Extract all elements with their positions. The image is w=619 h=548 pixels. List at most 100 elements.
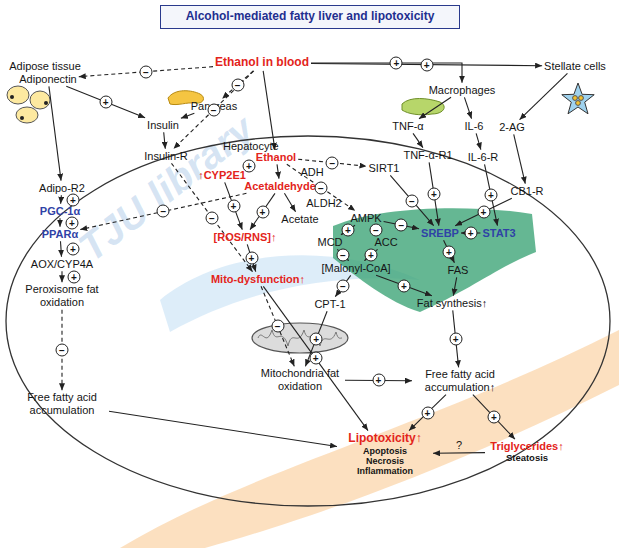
- title-box: Alcohol-mediated fatty liver and lipotox…: [160, 5, 460, 29]
- pathway-arrow: [476, 133, 481, 149]
- term-text: Fat synthesis↑: [417, 297, 487, 310]
- pathway-term: SREBP: [421, 227, 459, 240]
- term-text: Adipose tissue: [9, 60, 81, 73]
- pathway-term: ACC: [374, 236, 397, 249]
- pathway-arrow: [311, 63, 542, 65]
- term-text: [Malonyl-CoA]: [321, 262, 390, 275]
- cell-nucleus: [44, 101, 48, 105]
- effect-sign: −: [207, 103, 220, 116]
- effect-sign: −: [206, 211, 219, 224]
- pathway-arrow: [225, 182, 243, 229]
- pathway-arrow: [433, 452, 485, 454]
- pathway-arrow: [109, 411, 337, 446]
- watermark-text: TJU library: [70, 106, 262, 270]
- effect-sign: +: [390, 57, 403, 70]
- effect-sign: +: [256, 205, 269, 218]
- pathway-arrow: [455, 198, 512, 225]
- pathway-term: Adipo-R2: [39, 182, 85, 195]
- pathway-arrow: [364, 249, 377, 260]
- effect-sign: +: [67, 243, 80, 256]
- pathway-term: Acetaldehyde: [244, 180, 316, 193]
- fat-cell: [7, 86, 29, 104]
- pathway-arrow: [473, 395, 515, 440]
- term-text: IL-6: [465, 120, 484, 133]
- pathway-arrow: [174, 71, 254, 149]
- pathway-arrow: [341, 225, 355, 234]
- term-text: Mitochondria fat oxidation: [257, 367, 343, 392]
- effect-sign: −: [139, 65, 152, 78]
- pathway-arrow: [376, 275, 432, 295]
- pathway-term: IL-6-R: [468, 151, 499, 164]
- pathway-arrow: [250, 193, 275, 229]
- term-text: Macrophages: [429, 84, 496, 97]
- term-text: PGC-1α: [40, 205, 80, 218]
- pathway-term: [ROS/RNS]↑: [214, 231, 277, 244]
- term-text: ↑CYP2E1: [198, 169, 246, 182]
- effect-sign: +: [420, 58, 433, 71]
- pathway-term: Acetate: [281, 213, 318, 226]
- term-text: Triglycerides↑: [487, 440, 567, 453]
- term-text: Pancreas: [191, 100, 237, 113]
- pathway-term: Pancreas: [191, 100, 237, 113]
- pathway-term: ↑CYP2E1: [198, 169, 246, 182]
- pathway-arrow: [60, 241, 61, 256]
- pathway-arrow: [79, 67, 213, 77]
- effect-sign: +: [477, 206, 490, 219]
- pathway-term: TNF-α: [392, 120, 423, 133]
- pathway-term: Ethanol: [256, 151, 296, 164]
- effect-sign: +: [310, 332, 323, 345]
- pathway-term: PPARα: [42, 228, 79, 241]
- term-text: Acetate: [281, 213, 318, 226]
- pathway-arrow: [49, 86, 61, 180]
- effect-sign: −: [370, 224, 383, 237]
- term-text: SREBP: [421, 227, 459, 240]
- pathway-arrow: [464, 97, 471, 118]
- mitochondrion-cristae: [258, 330, 342, 346]
- pathway-arrow: [181, 113, 194, 118]
- effect-sign: −: [395, 219, 408, 232]
- pathway-term: Adiponectin: [19, 73, 77, 86]
- effect-sign: −: [406, 194, 419, 207]
- term-text: Stellate cells: [544, 60, 606, 73]
- pathway-arrow: [164, 132, 166, 148]
- watermark-swoosh: [120, 330, 619, 548]
- stellate-cell-icon: [562, 83, 594, 114]
- pathway-arrow: [453, 277, 456, 295]
- pathway-term: IL-6: [465, 120, 484, 133]
- pathway-arrow: [61, 310, 62, 391]
- pathway-arrow: [66, 86, 145, 118]
- pathway-term: Peroxisome fat oxidation: [22, 283, 102, 308]
- effect-sign: +: [227, 200, 240, 213]
- effect-sign: +: [365, 249, 378, 262]
- pathway-arrow: [59, 218, 60, 226]
- synthesis-band: [333, 208, 536, 312]
- effect-sign: −: [315, 181, 328, 194]
- effect-sign: +: [421, 406, 434, 419]
- effect-sign: +: [443, 245, 456, 258]
- pathway-arrow: [305, 311, 327, 366]
- effect-sign: +: [68, 270, 81, 283]
- effect-sign: +: [245, 252, 258, 265]
- term-text: Ethanol in blood: [215, 56, 309, 70]
- pathway-arrow: [311, 63, 462, 83]
- term-text: CB1-R: [510, 185, 543, 198]
- pathway-term: AOX/CYP4A: [31, 258, 93, 271]
- effect-sign: −: [271, 320, 284, 333]
- effect-sign: +: [66, 216, 79, 229]
- pathway-arrow: [413, 133, 423, 147]
- term-text: AMPK: [350, 212, 381, 225]
- term-text: Ethanol: [256, 151, 296, 164]
- pathway-arrow: [429, 162, 439, 225]
- watermark-swoosh: [160, 255, 420, 332]
- pathway-term: Fat synthesis↑: [417, 297, 487, 310]
- term-text: Free fatty acid accumulation: [17, 391, 107, 416]
- pathway-arrow: [520, 73, 568, 119]
- pathway-term: Triglycerides↑Steatosis: [487, 440, 567, 464]
- pathway-arrow: [247, 244, 255, 271]
- pathway-arrow: [335, 275, 350, 296]
- pathway-arrow: [171, 163, 252, 271]
- term-text: Apoptosis Necrosis Inflammation: [355, 445, 415, 476]
- pathway-term: Stellate cells: [544, 60, 606, 73]
